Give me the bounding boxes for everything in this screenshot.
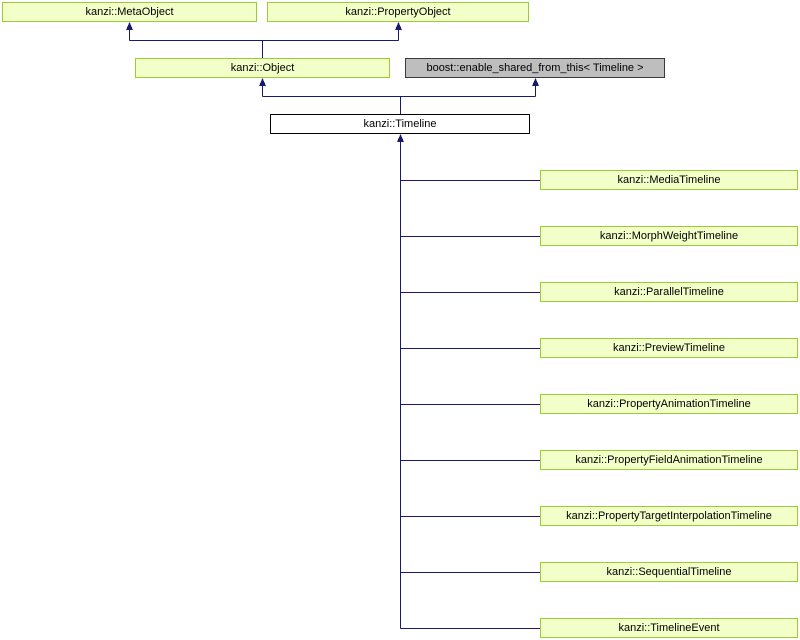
node-kanzi-timelineevent[interactable]: kanzi::TimelineEvent (540, 618, 798, 638)
arrowhead-propertyobject (395, 22, 402, 30)
arrowhead-timeline (397, 134, 404, 142)
node-kanzi-propertyobject[interactable]: kanzi::PropertyObject (267, 2, 529, 22)
arrowhead-object (259, 78, 266, 86)
node-kanzi-propertyfieldanimationtimeline[interactable]: kanzi::PropertyFieldAnimationTimeline (540, 450, 798, 470)
edge-timeline-parents (262, 85, 536, 114)
node-kanzi-mediatimeline[interactable]: kanzi::MediaTimeline (540, 170, 798, 190)
node-kanzi-morphweighttimeline[interactable]: kanzi::MorphWeightTimeline (540, 226, 798, 246)
node-kanzi-paralleltimeline[interactable]: kanzi::ParallelTimeline (540, 282, 798, 302)
node-boost-enable-shared-from-this[interactable]: boost::enable_shared_from_this< Timeline… (405, 58, 665, 78)
edge-derived-branches (400, 180, 540, 629)
node-kanzi-timeline: kanzi::Timeline (270, 114, 530, 134)
node-kanzi-metaobject[interactable]: kanzi::MetaObject (2, 2, 257, 22)
node-kanzi-object[interactable]: kanzi::Object (135, 58, 390, 78)
node-kanzi-propertyanimationtimeline[interactable]: kanzi::PropertyAnimationTimeline (540, 394, 798, 414)
arrowhead-metaobject (126, 22, 133, 30)
arrowhead-enable-shared (532, 78, 539, 86)
node-kanzi-previewtimeline[interactable]: kanzi::PreviewTimeline (540, 338, 798, 358)
node-kanzi-propertytargetinterpolationtimeline[interactable]: kanzi::PropertyTargetInterpolationTimeli… (540, 506, 798, 526)
node-kanzi-sequentialtimeline[interactable]: kanzi::SequentialTimeline (540, 562, 798, 582)
edge-object-parents (129, 29, 399, 58)
